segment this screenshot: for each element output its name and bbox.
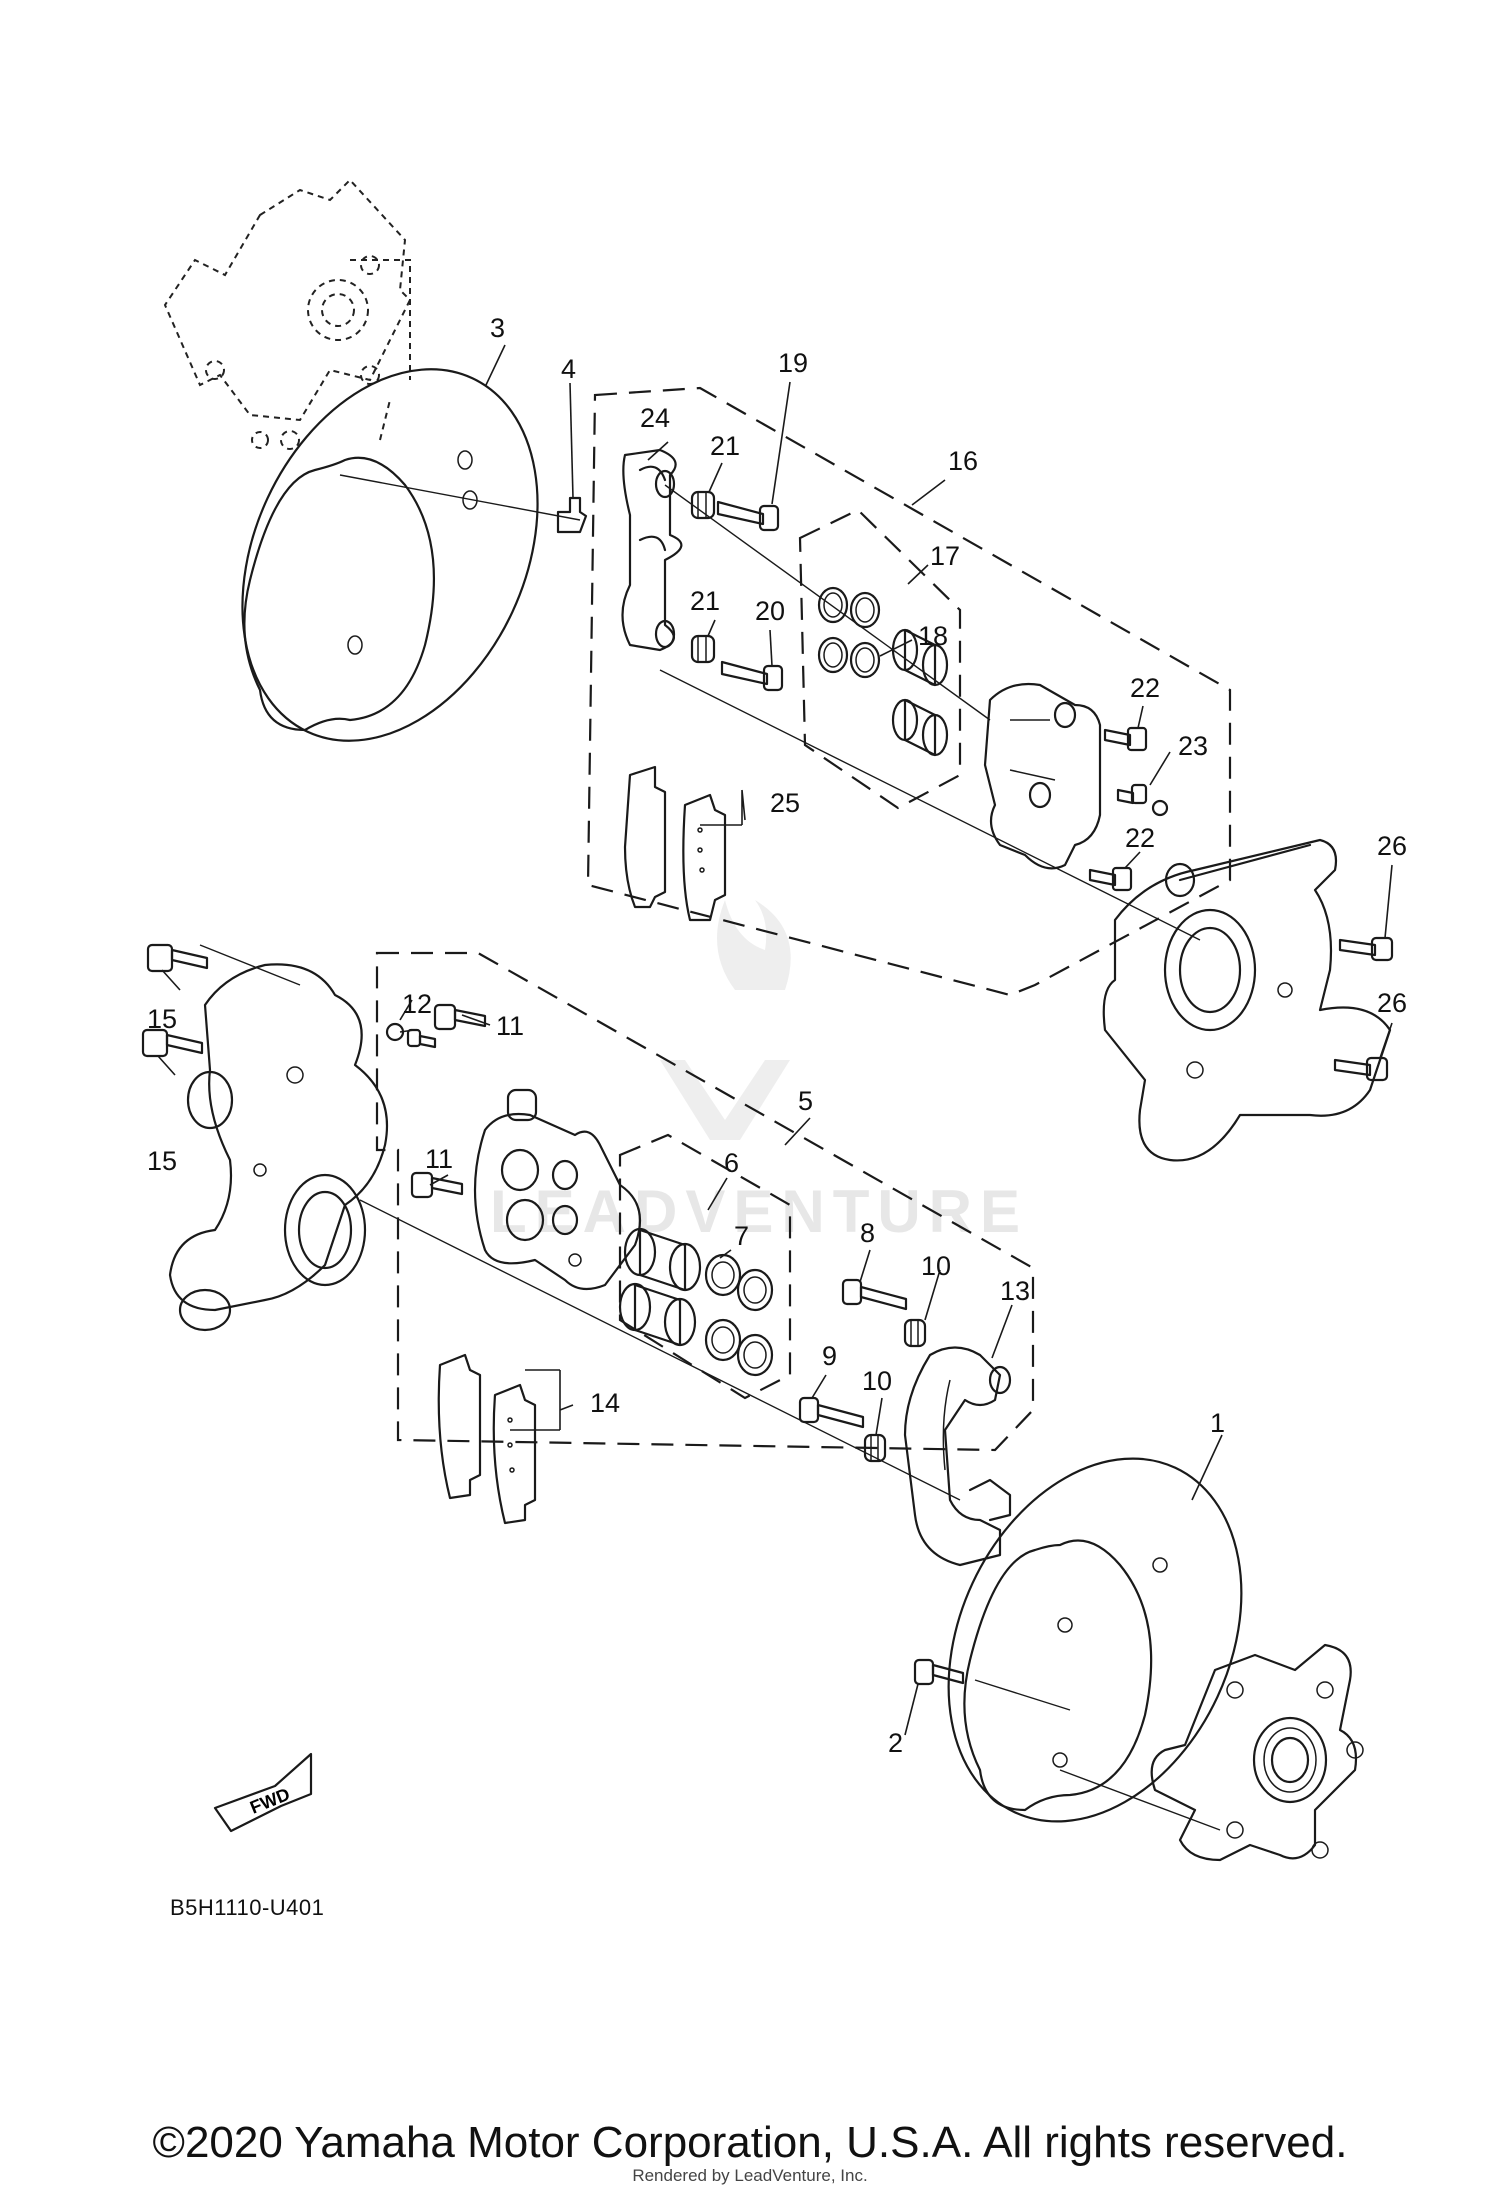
caliper-body-upper	[983, 682, 1102, 870]
callout-2: 2	[888, 1728, 903, 1758]
callout-10a: 10	[921, 1251, 951, 1281]
callout-9: 9	[822, 1341, 837, 1371]
group-box-16	[586, 386, 1232, 997]
callout-12: 12	[402, 989, 432, 1019]
group-box-6	[618, 1133, 792, 1400]
watermark-logo	[660, 900, 791, 1140]
disc-bolt-2	[913, 1658, 965, 1686]
callout-3: 3	[490, 313, 505, 343]
callout-7: 7	[734, 1221, 749, 1251]
callout-20: 20	[755, 596, 785, 626]
lower-knuckle	[168, 963, 389, 1332]
bolt-15-upper	[146, 943, 209, 973]
callout-numbers: 1 2 3 4 5 6 7 8 9 10 10 11 11 12 13 14 1…	[147, 313, 1407, 1758]
pistons-6	[618, 1227, 702, 1347]
callout-18: 18	[918, 621, 948, 651]
bleeder-23	[1116, 783, 1169, 817]
callout-14: 14	[590, 1388, 620, 1418]
bolt-22-lower	[1088, 866, 1133, 892]
fwd-arrow-icon: FWD	[213, 1752, 313, 1833]
bolt-11-upper	[433, 1003, 487, 1031]
callout-11b: 11	[425, 1144, 453, 1174]
upper-knuckle	[1102, 838, 1392, 1162]
pin-8	[841, 1278, 908, 1311]
callout-24: 24	[640, 403, 670, 433]
callout-22a: 22	[1130, 673, 1160, 703]
bolt-26-upper	[1338, 936, 1394, 962]
callout-11a: 11	[496, 1011, 524, 1041]
callout-15b: 15	[147, 1146, 177, 1176]
lower-hub	[1150, 1643, 1364, 1862]
leader-lines	[157, 344, 1393, 1736]
pin-20	[720, 660, 784, 692]
callout-25: 25	[770, 788, 800, 818]
boot-10-upper	[903, 1318, 927, 1348]
caliper-body-lower	[473, 1088, 642, 1291]
callout-17: 17	[930, 541, 960, 571]
bolt-15-lower	[141, 1028, 204, 1058]
callout-16: 16	[948, 446, 978, 476]
callout-19: 19	[778, 348, 808, 378]
pin-19	[716, 500, 780, 532]
bolt-26-lower	[1333, 1056, 1389, 1082]
callout-26a: 26	[1377, 831, 1407, 861]
brake-pads-14	[437, 1353, 537, 1525]
front-brake-disc	[947, 1457, 1243, 1823]
callout-10b: 10	[862, 1366, 892, 1396]
boot-10-lower	[863, 1433, 887, 1463]
boot-21-upper	[690, 490, 716, 520]
diagram-code: B5H1110-U401	[170, 1895, 325, 1920]
callout-8: 8	[860, 1218, 875, 1248]
group-box-17	[798, 508, 962, 810]
brake-pads-25	[623, 765, 727, 922]
callout-21a: 21	[710, 431, 740, 461]
rendered-by-credit: Rendered by LeadVenture, Inc.	[632, 2166, 868, 2185]
axis-line-upper	[339, 474, 1201, 941]
axis-line-lower	[199, 944, 1221, 1831]
callout-22b: 22	[1125, 823, 1155, 853]
callout-26b: 26	[1377, 988, 1407, 1018]
caliper-bracket-13	[903, 1346, 1012, 1567]
copyright-notice: ©2020 Yamaha Motor Corporation, U.S.A. A…	[152, 2118, 1348, 2167]
callout-23: 23	[1178, 731, 1208, 761]
pistons-17	[891, 628, 949, 757]
piston-seals-18	[817, 586, 881, 679]
group-box-5	[375, 951, 1035, 1452]
upper-hub-ghost	[163, 178, 412, 450]
pin-9	[798, 1396, 865, 1429]
callout-4: 4	[561, 354, 576, 384]
bleeder-12	[385, 1022, 437, 1049]
callout-15a: 15	[147, 1004, 177, 1034]
caliper-bracket-24	[621, 448, 683, 652]
disc-bolt-4	[556, 496, 588, 534]
bolt-11-lower	[410, 1171, 464, 1199]
callout-13: 13	[1000, 1276, 1030, 1306]
rear-brake-disc	[241, 368, 539, 742]
piston-seals-7	[704, 1253, 774, 1377]
callout-6: 6	[724, 1148, 739, 1178]
callout-21b: 21	[690, 586, 720, 616]
callout-1: 1	[1210, 1408, 1225, 1438]
boot-21-lower	[690, 634, 716, 664]
bolt-22-upper	[1103, 726, 1148, 752]
callout-5: 5	[798, 1086, 813, 1116]
